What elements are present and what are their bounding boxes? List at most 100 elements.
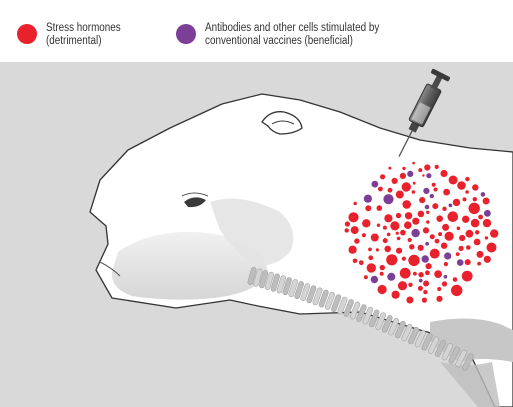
stress-hormone-dot (490, 229, 498, 237)
stress-hormone-dot (371, 234, 379, 242)
stress-hormone-dot (392, 291, 400, 299)
stress-hormone-dot (426, 211, 429, 214)
legend-label: Stress hormones (detrimental) (46, 22, 121, 48)
stress-hormone-dot (377, 205, 383, 211)
stress-hormone-dot (423, 281, 429, 287)
stress-hormone-dot (390, 221, 399, 230)
stress-hormone-dot (448, 211, 459, 222)
stress-hormone-dot (442, 281, 447, 286)
stress-hormone-dot (348, 212, 358, 222)
cow-illustration (0, 62, 513, 407)
stress-hormone-dot (477, 251, 484, 258)
stress-hormone-dot (457, 181, 466, 190)
legend-label: Antibodies and other cells stimulated by… (205, 22, 379, 48)
stress-hormone-dot (353, 259, 358, 264)
legend-label-line: Antibodies and other cells stimulated by (205, 22, 379, 35)
stress-hormone-dot (408, 238, 412, 242)
antibody-dot (481, 192, 486, 197)
stress-hormone-dot (404, 221, 412, 229)
stress-hormone-dot (430, 234, 435, 239)
stress-hormone-dot (402, 257, 406, 261)
stress-hormone-dot (445, 232, 454, 241)
legend-label-line: (detrimental) (46, 35, 121, 48)
stress-hormone-dot (451, 285, 462, 296)
stress-hormone-dot (444, 262, 448, 266)
antibody-dot (426, 173, 431, 178)
stress-hormone-dot (376, 248, 379, 251)
stress-hormone-dot (396, 191, 404, 199)
stress-hormone-dot (483, 219, 491, 227)
legend-item-stress-hormones: Stress hormones (detrimental) (17, 22, 133, 48)
stress-hormone-dot (377, 224, 380, 227)
stress-hormone-dot (405, 212, 412, 219)
stress-hormone-dot (438, 232, 442, 236)
stress-hormone-dot (398, 281, 407, 290)
stress-hormone-dot (362, 219, 370, 227)
antibody-dot (371, 276, 378, 283)
stress-hormone-dot (434, 270, 442, 278)
antibody-dot (457, 259, 464, 266)
stress-hormone-dot (478, 215, 483, 220)
stress-hormone-dot (412, 218, 419, 225)
stress-hormone-dot (380, 265, 385, 270)
stress-hormone-dot (419, 197, 425, 203)
stress-hormone-dot (472, 184, 478, 190)
stress-hormone-dot (364, 275, 368, 279)
stress-hormone-dot (477, 262, 481, 266)
stress-hormone-dot (473, 197, 477, 201)
antibody-dot (425, 205, 430, 210)
stress-hormone-dot (388, 167, 391, 170)
antibody-dot (372, 181, 379, 188)
legend-label-line: conventional vaccines (beneficial) (205, 35, 379, 48)
red-dot-icon (17, 24, 37, 44)
purple-dot-icon (176, 24, 196, 44)
stress-hormone-dot (435, 239, 440, 244)
antibody-dot (419, 279, 423, 283)
stress-hormone-dot (442, 207, 446, 211)
stress-hormone-dot (378, 187, 383, 192)
stress-hormone-dot (462, 271, 473, 282)
stress-hormone-dot (387, 233, 391, 237)
antibody-dot (387, 273, 395, 281)
stress-hormone-dot (408, 283, 412, 287)
stress-hormone-dot (466, 230, 474, 238)
antibody-dot (423, 188, 429, 194)
stress-hormone-dot (388, 188, 393, 193)
stress-hormone-dot (368, 255, 373, 260)
antibody-dot (444, 252, 451, 259)
legend-item-antibodies: Antibodies and other cells stimulated by… (176, 22, 408, 48)
stress-hormone-dot (441, 243, 447, 249)
antibody-dot (422, 255, 429, 262)
stress-hormone-dot (459, 246, 464, 251)
stress-hormone-dot (425, 270, 430, 275)
stress-hormone-dot (349, 246, 357, 254)
stress-hormone-dot (396, 232, 399, 235)
antibody-dot (430, 194, 434, 198)
stress-hormone-dot (436, 296, 442, 302)
stress-hormone-dot (368, 248, 372, 252)
stress-hormone-dot (383, 238, 388, 243)
stress-hormone-dot (485, 236, 488, 239)
stress-hormone-dot (365, 205, 371, 211)
stress-hormone-dot (412, 190, 416, 194)
antibody-dot (425, 242, 429, 246)
stress-hormone-dot (396, 213, 401, 218)
stress-hormone-dot (463, 197, 467, 201)
antibody-dot (484, 210, 491, 217)
stress-hormone-dot (418, 211, 425, 218)
stress-hormone-dot (459, 235, 465, 241)
stress-hormone-dot (443, 189, 450, 196)
antibody-dot (449, 204, 453, 208)
stress-hormone-dot (354, 238, 359, 243)
stress-hormone-dot (418, 245, 424, 251)
antibody-dot (383, 194, 393, 204)
stress-hormone-dot (434, 188, 438, 192)
stress-hormone-dot (465, 177, 469, 181)
illustration-panel (0, 62, 513, 407)
stress-hormone-dot (413, 182, 416, 185)
stress-hormone-dot (424, 164, 430, 170)
stress-hormone-dot (466, 245, 471, 250)
stress-hormone-dot (475, 230, 479, 234)
stress-hormone-dot (378, 285, 387, 294)
stress-hormone-dot (423, 227, 429, 233)
